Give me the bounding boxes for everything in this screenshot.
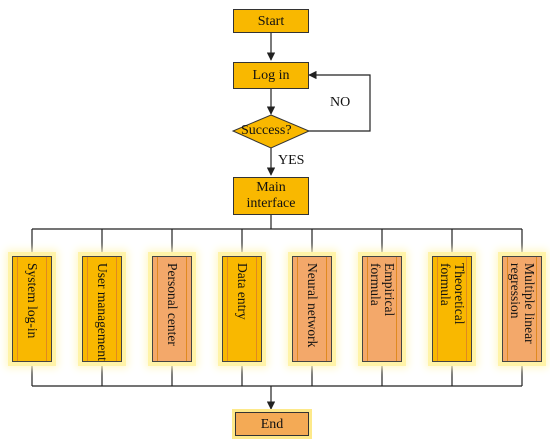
decision-label: Success? [241, 123, 292, 138]
main-interface-label: Main interface [246, 180, 296, 211]
module-user-management: User management [82, 256, 122, 362]
module-theoretical-formula: Theoretical formula [432, 256, 472, 362]
module-label: User management [95, 263, 110, 361]
module-system-login: System log-in [12, 256, 52, 362]
login-node: Log in [233, 62, 309, 89]
module-label: Personal center [165, 263, 180, 346]
no-label: NO [330, 95, 351, 110]
module-multiple-linear-regression: Multiple linear regression [502, 256, 542, 362]
module-label: Data entry [235, 263, 250, 320]
main-interface-node: Main interface [233, 177, 309, 215]
module-empirical-formula: Empirical formula [362, 256, 402, 362]
module-label: Multiple linear regression [508, 263, 537, 344]
module-personal-center: Personal center [152, 256, 192, 362]
end-label: End [260, 416, 284, 432]
start-node: Start [233, 9, 309, 33]
module-label: Empirical formula [368, 263, 397, 317]
decision-diamond [231, 114, 311, 149]
login-label: Log in [252, 68, 290, 83]
module-neural-network: Neural network [292, 256, 332, 362]
start-label: Start [257, 13, 285, 29]
yes-label: YES [278, 153, 305, 168]
module-data-entry: Data entry [222, 256, 262, 362]
module-label: System log-in [25, 263, 40, 339]
edge-decision-no [308, 70, 371, 132]
module-label: Theoretical formula [438, 263, 467, 325]
end-node: End [235, 412, 309, 436]
module-label: Neural network [305, 263, 320, 348]
